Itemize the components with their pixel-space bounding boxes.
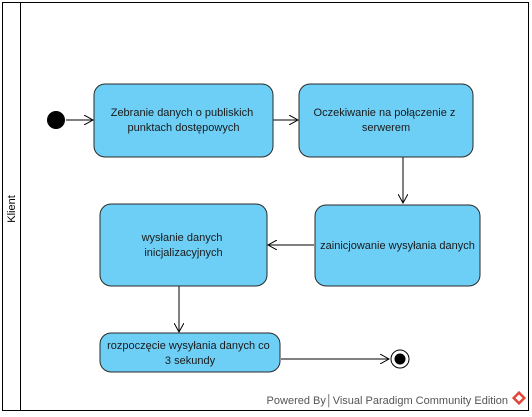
action-node-box (314, 204, 481, 287)
node-text-line: Oczekiwanie na połączenie z (314, 107, 456, 119)
edges (66, 120, 403, 359)
node-text-line: zainicjowanie wysyłania danych (320, 240, 475, 252)
action-node-box (298, 83, 474, 158)
action-node-box (93, 83, 274, 158)
svg-text:wysłanie danych inicjali: wysłanie danych inicjalizacyjnych (141, 232, 226, 259)
swimlane[interactable]: Klient (6, 2, 21, 411)
action-wait-connection[interactable]: Oczekiwanie na połączenie z serwerem (298, 83, 474, 158)
action-start-sending[interactable]: rozpoczęcie wysyłania danych co 3 sekund… (99, 332, 281, 373)
svg-text:Oczekiwanie na połączenie z: Oczekiwanie na połączenie z serwerem (314, 107, 459, 134)
svg-text:Zebranie danych o publiskich: Zebranie danych o publiskich punktach do… (111, 107, 257, 134)
action-node-box (99, 332, 281, 373)
initial-node[interactable] (47, 111, 65, 129)
svg-text:zainicjowanie wysyłania danych: zainicjowanie wysyłania danych (320, 240, 475, 252)
swimlane-label: Klient (6, 195, 18, 223)
node-text-line: serwerem (362, 122, 410, 134)
visual-paradigm-logo-icon (511, 390, 527, 406)
final-node[interactable] (390, 349, 410, 369)
action-node-box (99, 203, 268, 287)
node-text-line: wysłanie danych (141, 232, 223, 244)
final-node-dot (394, 353, 406, 365)
node-text-line: Zebranie danych o publiskich (111, 107, 253, 119)
action-send-init-data[interactable]: wysłanie danych inicjalizacyjnych (99, 203, 268, 287)
node-text-line: inicjalizacyjnych (144, 247, 222, 259)
svg-text:rozpoczęcie wysyłania danych c: rozpoczęcie wysyłania danych co 3 sekund… (107, 340, 273, 367)
node-text-line: 3 sekundy (165, 355, 216, 367)
action-init-sending[interactable]: zainicjowanie wysyłania danych (314, 204, 481, 287)
node-text-line: rozpoczęcie wysyłania danych co (107, 340, 270, 352)
action-collect-data[interactable]: Zebranie danych o publiskich punktach do… (93, 83, 274, 158)
powered-by-text: Powered By│Visual Paradigm Community Edi… (267, 393, 508, 408)
node-text-line: punktach dostępowych (128, 122, 240, 134)
